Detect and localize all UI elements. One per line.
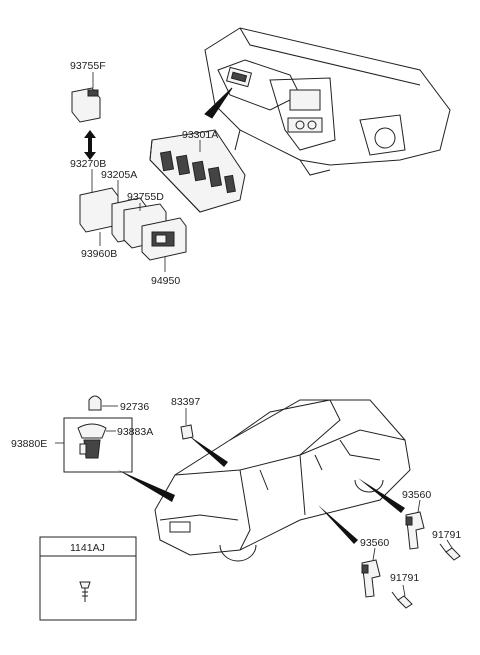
box-1141AJ: [39, 536, 137, 621]
sensor-assembly-93880E: [63, 417, 133, 473]
label-93301A: 93301A: [182, 129, 218, 141]
label-93960B: 93960B: [81, 248, 117, 260]
sensor-93560-left: [361, 559, 381, 598]
label-94950: 94950: [151, 275, 180, 287]
switch-panel-93301A: [149, 129, 246, 213]
pad-83397: [180, 424, 194, 440]
double-arrow: [84, 130, 96, 160]
label-91791-left: 91791: [390, 572, 419, 584]
label-83397: 83397: [171, 396, 200, 408]
label-1141AJ: 1141AJ: [70, 542, 105, 554]
sensor-93560-right: [405, 511, 425, 550]
label-93560-right: 93560: [402, 489, 431, 501]
label-93880E: 93880E: [11, 438, 47, 450]
label-91791-right: 91791: [432, 529, 461, 541]
bolt-91791-left: [391, 591, 413, 609]
cap-92736: [88, 395, 102, 411]
switch-cluster: [79, 187, 187, 261]
car-illustration: [118, 399, 411, 562]
label-93755F: 93755F: [70, 60, 106, 72]
label-93755D: 93755D: [127, 191, 164, 203]
switch-93755F: [71, 87, 101, 123]
bolt-91791-right: [439, 543, 461, 561]
label-92736: 92736: [120, 401, 149, 413]
dashboard-illustration: [204, 27, 451, 176]
label-93560-left: 93560: [360, 537, 389, 549]
label-93205A: 93205A: [101, 169, 137, 181]
label-93883A: 93883A: [117, 426, 153, 438]
label-93270B: 93270B: [70, 158, 106, 170]
